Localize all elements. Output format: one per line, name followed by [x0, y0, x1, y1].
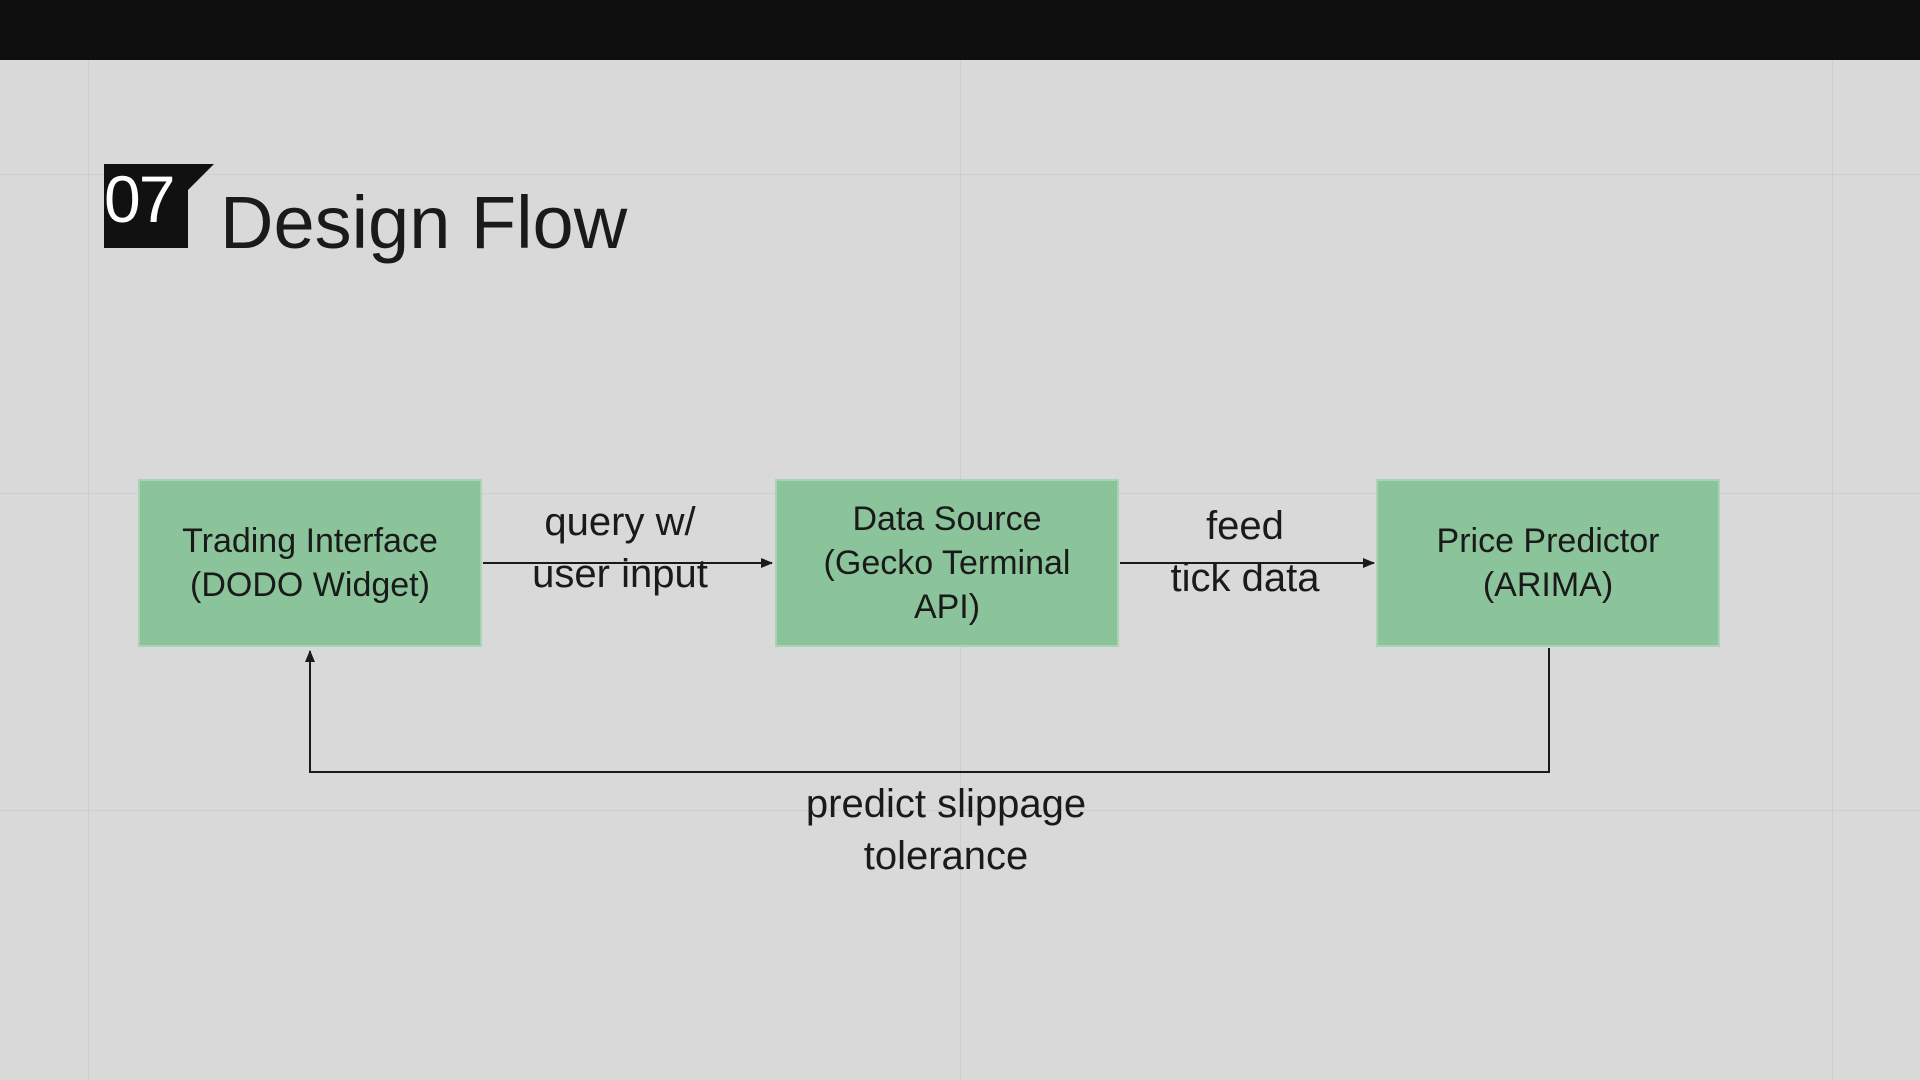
- node-label-line: Data Source: [852, 500, 1042, 538]
- edge-label-line: tolerance: [863, 834, 1029, 878]
- page-title: Design Flow: [220, 181, 628, 264]
- node-label-line: Trading Interface: [182, 522, 438, 560]
- node-label-line: API): [913, 588, 981, 626]
- grid-line: [0, 810, 1920, 811]
- grid-line: [88, 60, 89, 1080]
- section-number-badge: 07: [104, 162, 214, 248]
- edge-label-line: predict slippage: [805, 782, 1087, 826]
- node-trading-interface: Trading Interface (DODO Widget): [138, 479, 482, 647]
- node-data-source: Data Source (Gecko Terminal API): [775, 479, 1119, 647]
- grid-line: [1832, 60, 1833, 1080]
- edge-label-feed: feed tick data: [1145, 500, 1345, 604]
- edge-label-line: user input: [532, 552, 708, 596]
- top-bar: [0, 0, 1920, 60]
- node-label-line: (DODO Widget): [190, 566, 430, 604]
- edge-label-line: feed: [1206, 504, 1284, 548]
- grid-line: [0, 174, 1920, 175]
- section-number: 07: [104, 162, 175, 236]
- node-label-line: (ARIMA): [1482, 566, 1614, 604]
- node-price-predictor: Price Predictor (ARIMA): [1376, 479, 1720, 647]
- node-label-line: (Gecko Terminal: [823, 544, 1071, 582]
- edge-label-line: tick data: [1170, 556, 1320, 600]
- badge-corner-notch: [188, 164, 214, 190]
- edge-label-feedback: predict slippage tolerance: [746, 778, 1146, 882]
- edge-arrow-feedback: [305, 648, 1550, 773]
- edge-label-query: query w/ user input: [510, 496, 730, 600]
- edge-label-line: query w/: [544, 500, 696, 544]
- node-label-line: Price Predictor: [1436, 522, 1660, 560]
